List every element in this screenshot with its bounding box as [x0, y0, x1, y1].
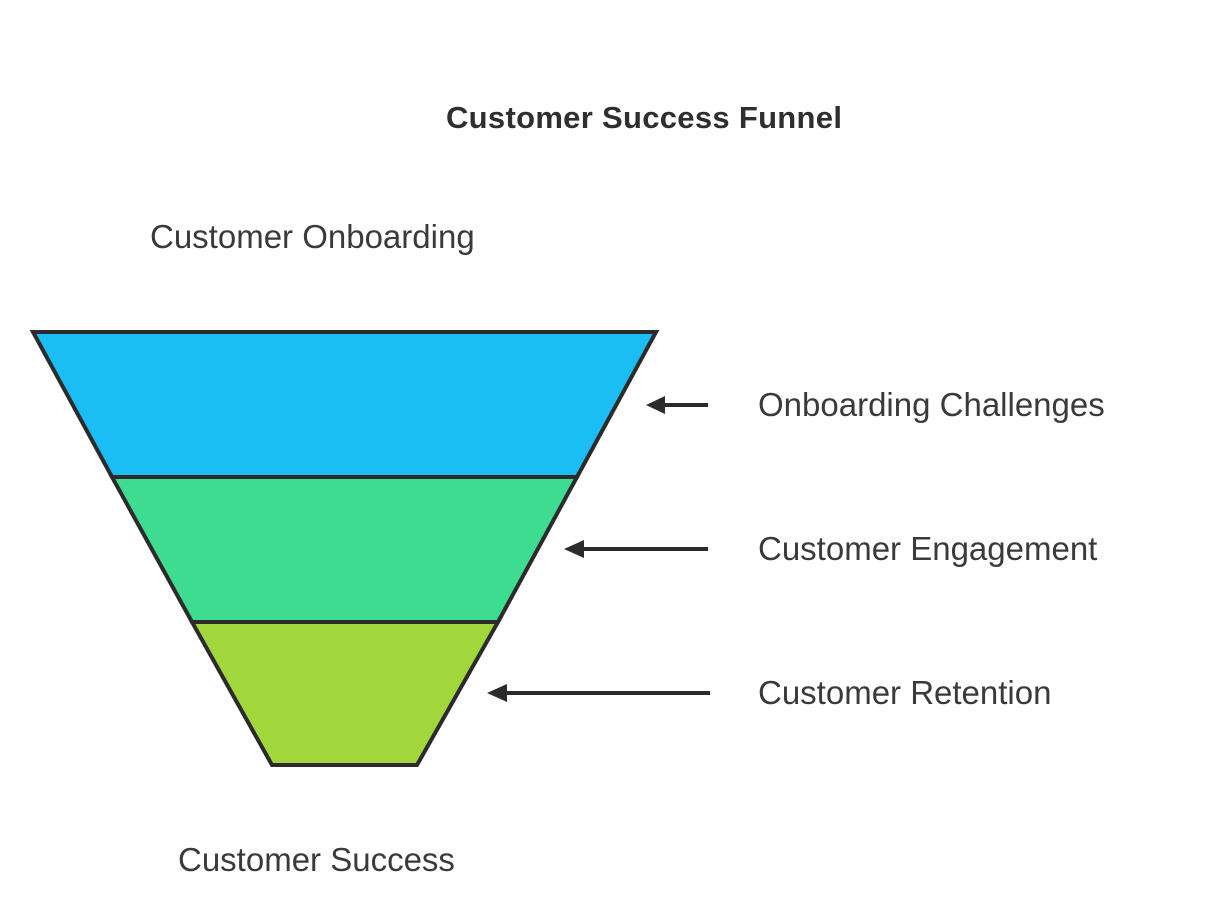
arrow-customer-engagement — [564, 540, 708, 558]
funnel-segment-customer-engagement — [108, 475, 581, 624]
annotation-customer-retention: Customer Retention — [758, 674, 1052, 711]
funnel-entry-label: Customer Onboarding — [150, 218, 475, 255]
arrow-customer-retention — [487, 684, 710, 702]
arrow-head-icon — [646, 396, 665, 414]
funnel-segment-onboarding-challenges — [29, 330, 660, 479]
funnel-exit-label: Customer Success — [178, 841, 455, 878]
annotation-customer-engagement: Customer Engagement — [758, 530, 1098, 567]
funnel-segment-customer-retention — [188, 620, 502, 767]
arrow-onboarding-challenges — [646, 396, 708, 414]
annotation-onboarding-challenges: Onboarding Challenges — [758, 386, 1105, 423]
diagram-title: Customer Success Funnel — [446, 100, 843, 135]
arrow-head-icon — [564, 540, 584, 558]
arrow-head-icon — [487, 684, 507, 702]
